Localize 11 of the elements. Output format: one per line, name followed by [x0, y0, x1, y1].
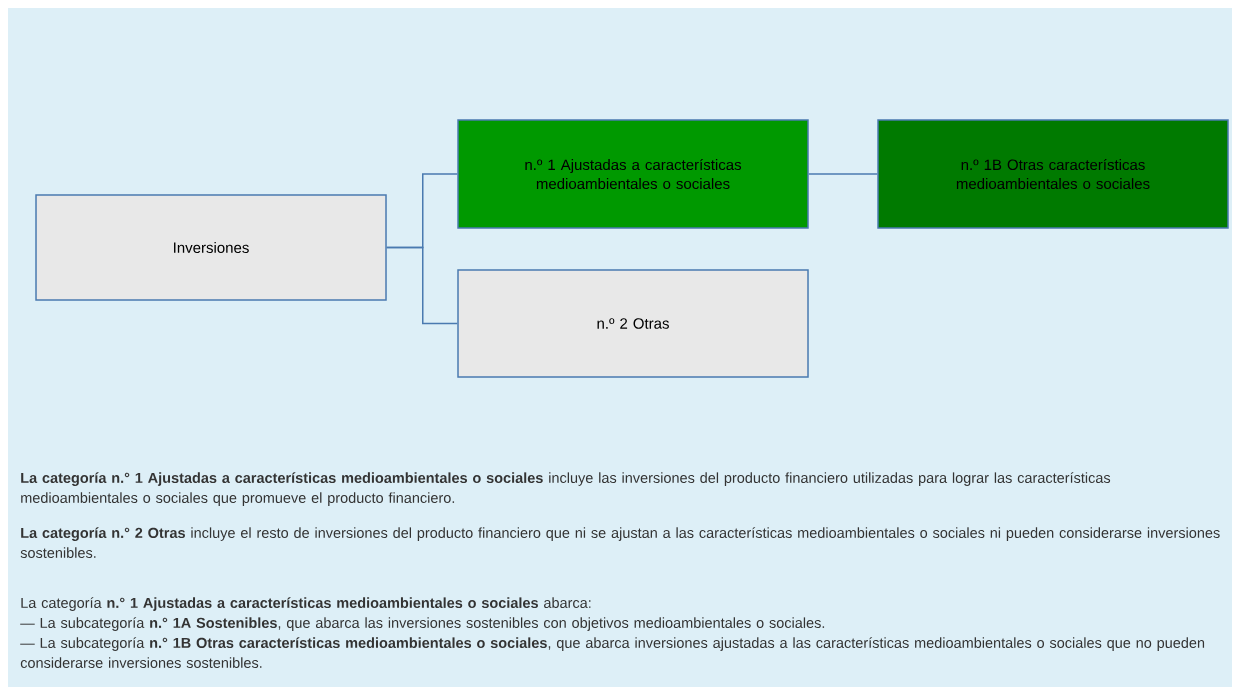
connector: [808, 173, 878, 175]
category-box: n.º 2 Otras: [457, 269, 809, 378]
category-box: n.º 1 Ajustadas a características medioambientales o sociales: [457, 119, 809, 229]
paragraph: — La subcategoría n.° 1B Otras características medioambientales o sociales, que abarca inversiones ajustadas a las características medioambientales o sociales que no pueden considerarse inversiones sostenibles.: [20, 637, 1205, 668]
paragraph: La categoría n.° 1 Ajustadas a características medioambientales o sociales abarca:: [21, 597, 591, 611]
process-box: Inversiones: [35, 194, 387, 301]
connector: [386, 246, 458, 325]
paragraph: La categoría n.° 1 Ajustadas a características medioambientales o sociales incluye las inversiones del producto financiero utilizadas para lograr las características medioambientales o sociales que promueve el producto financiero.: [21, 472, 1111, 506]
paragraph: — La subcategoría n.° 1A Sostenibles, que abarca las inversiones sostenibles con objetivos medioambientales o sociales.: [20, 617, 825, 631]
paragraph: La categoría n.° 2 Otras incluye el resto de inversiones del producto financiero que ni se ajustan a las características medioambientales o sociales ni pueden considerarse inversiones sostenibles.: [20, 527, 1220, 558]
subcategory-box: n.º 1B Otras características medioambientales o sociales: [877, 119, 1229, 229]
